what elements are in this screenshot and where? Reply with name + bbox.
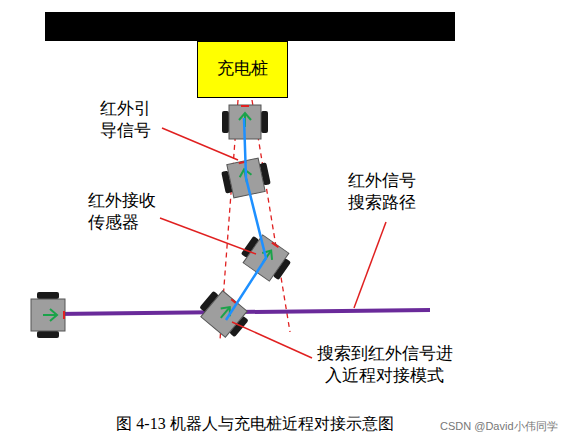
annotation: 红外信号搜索路径 bbox=[348, 170, 418, 214]
charging-station-box: 充电桩 bbox=[197, 41, 288, 98]
leader-line bbox=[160, 218, 256, 254]
leader-line bbox=[162, 128, 238, 160]
annotation: 搜索到红外信号进入近程对接模式 bbox=[316, 343, 454, 387]
box-label: 充电桩 bbox=[217, 58, 268, 80]
wall-bar bbox=[45, 12, 455, 41]
figure-caption: 图 4-13 机器人与充电桩近程对接示意图 bbox=[116, 414, 393, 435]
robot bbox=[31, 292, 65, 338]
leader-line bbox=[232, 322, 312, 358]
robot bbox=[195, 286, 252, 342]
annotation: 红外接收传感器 bbox=[88, 190, 158, 234]
annotation: 红外引导信号 bbox=[100, 98, 153, 142]
robot-trajectory bbox=[226, 118, 266, 320]
leader-line bbox=[354, 222, 386, 308]
watermark: CSDN @David小伟同学 bbox=[440, 419, 558, 433]
